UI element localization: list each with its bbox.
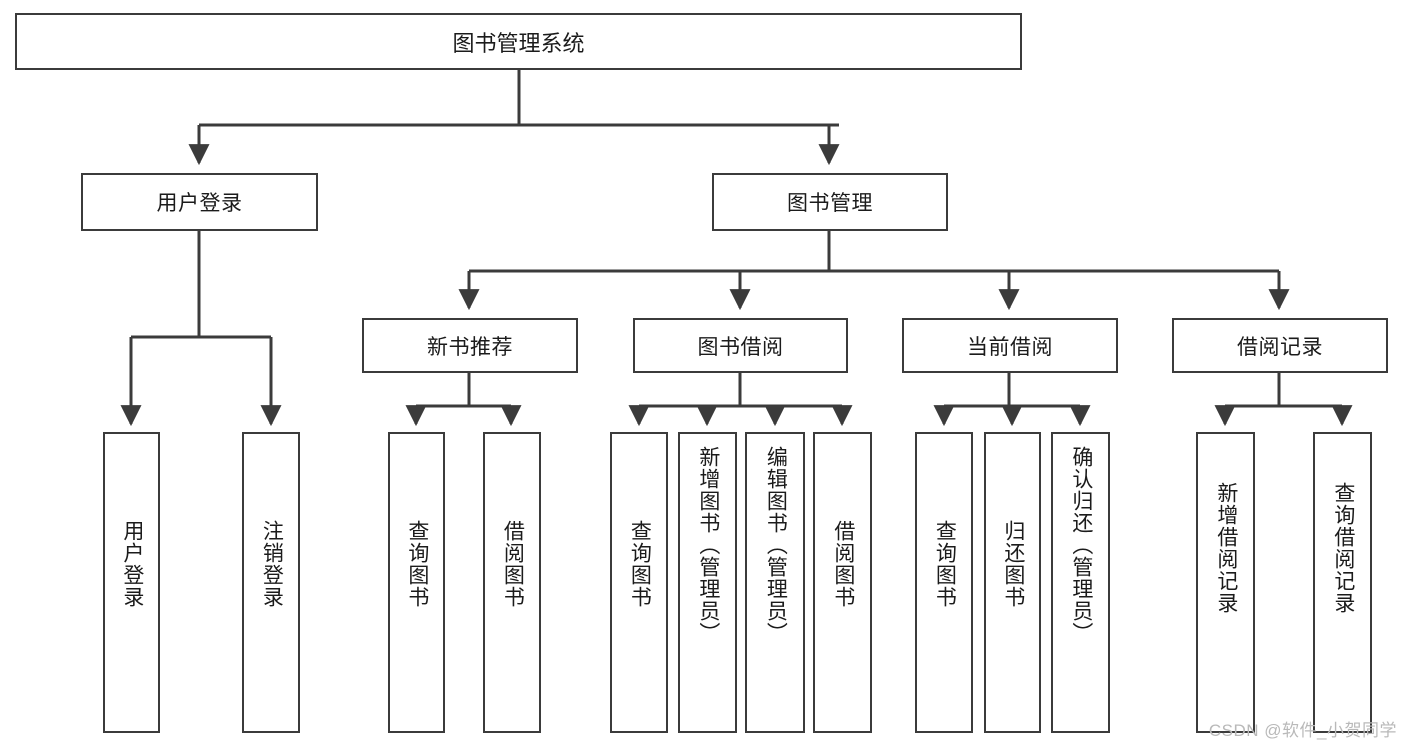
leaf-label: 用户登录	[120, 520, 144, 608]
node-current-borrow[interactable]: 当前借阅	[902, 318, 1118, 373]
leaf-label: 查询借阅记录	[1331, 482, 1355, 614]
leaf-record-add-borrow-record[interactable]: 新增借阅记录	[1196, 432, 1255, 733]
node-root-system[interactable]: 图书管理系统	[15, 13, 1022, 70]
leaf-label: 归还图书	[1001, 520, 1025, 608]
node-new-book-recommend[interactable]: 新书推荐	[362, 318, 578, 373]
leaf-label: 查询图书	[628, 520, 652, 608]
leaf-label: 确认归还（管理员）	[1069, 446, 1093, 644]
node-book-borrow[interactable]: 图书借阅	[633, 318, 848, 373]
leaf-label: 注销登录	[260, 520, 284, 608]
node-borrow-record[interactable]: 借阅记录	[1172, 318, 1388, 373]
leaf-label: 新增借阅记录	[1214, 482, 1238, 614]
leaf-new-book-query[interactable]: 查询图书	[388, 432, 445, 733]
leaf-label: 查询图书	[405, 520, 429, 608]
leaf-label: 查询图书	[933, 520, 957, 608]
leaf-borrow-add-book-admin[interactable]: 新增图书（管理员）	[678, 432, 737, 733]
leaf-label: 借阅图书	[501, 520, 525, 608]
node-label: 图书管理	[787, 192, 873, 215]
node-user-login[interactable]: 用户登录	[81, 173, 318, 231]
leaf-record-query-borrow-record[interactable]: 查询借阅记录	[1313, 432, 1372, 733]
leaf-borrow-borrow-book[interactable]: 借阅图书	[813, 432, 872, 733]
leaf-borrow-query-book[interactable]: 查询图书	[610, 432, 668, 733]
leaf-label: 借阅图书	[831, 520, 855, 608]
leaf-user-login-logout[interactable]: 注销登录	[242, 432, 300, 733]
leaf-label: 新增图书（管理员）	[696, 446, 720, 644]
node-book-management[interactable]: 图书管理	[712, 173, 948, 231]
leaf-user-login-login[interactable]: 用户登录	[103, 432, 160, 733]
node-label: 图书管理系统	[452, 30, 585, 56]
node-label: 当前借阅	[967, 335, 1053, 359]
leaf-label: 编辑图书（管理员）	[764, 446, 788, 644]
node-label: 图书借阅	[697, 335, 784, 359]
leaf-new-book-borrow[interactable]: 借阅图书	[483, 432, 541, 733]
node-label: 借阅记录	[1237, 335, 1323, 359]
node-label: 用户登录	[156, 192, 243, 215]
leaf-borrow-edit-book-admin[interactable]: 编辑图书（管理员）	[745, 432, 805, 733]
watermark-text: CSDN @软件_小贺同学	[1208, 721, 1397, 740]
node-label: 新书推荐	[427, 335, 513, 359]
leaf-current-return-book[interactable]: 归还图书	[984, 432, 1041, 733]
leaf-current-confirm-return-admin[interactable]: 确认归还（管理员）	[1051, 432, 1110, 733]
leaf-current-query-book[interactable]: 查询图书	[915, 432, 973, 733]
